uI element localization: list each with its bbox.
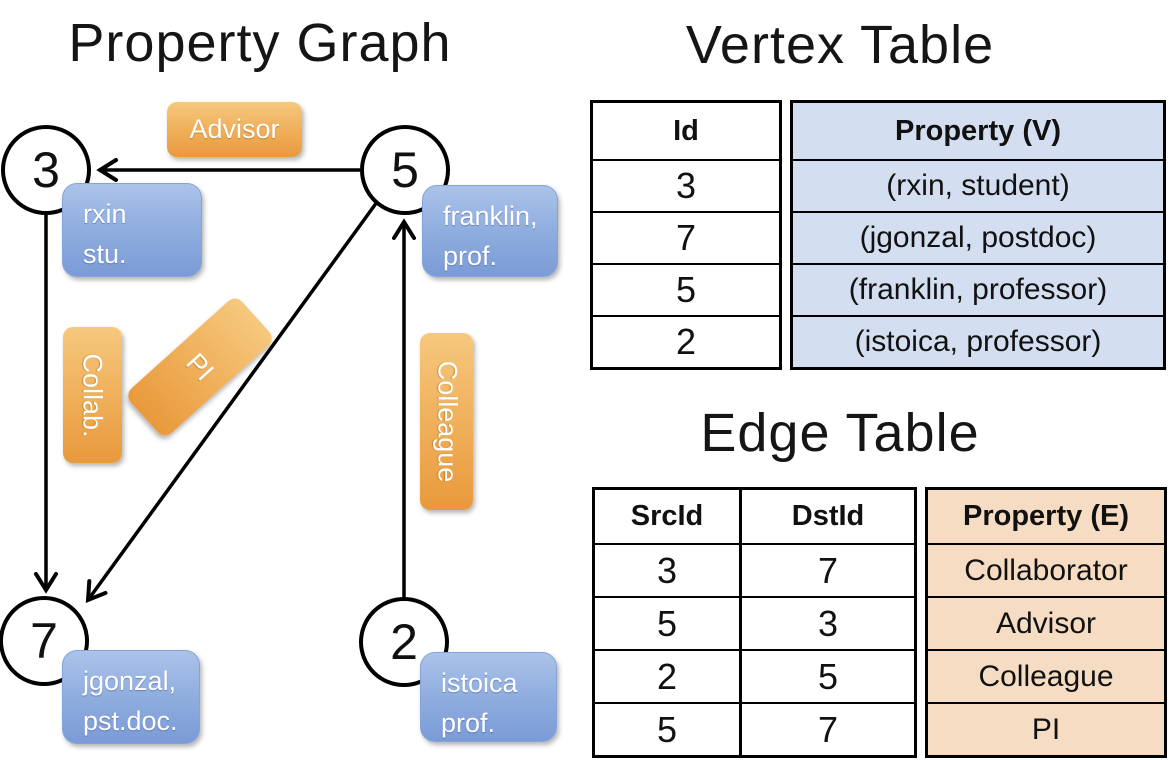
edge-label-colleague: Colleague <box>420 333 473 510</box>
edge-table-header-dstid: DstId <box>791 500 865 532</box>
vertex-box-rxin-line1: rxin <box>83 199 127 229</box>
vertex-table-property-cell: (istoica, professor) <box>793 315 1163 367</box>
node-7-id: 7 <box>30 613 58 669</box>
edge-table-srcid-cell: 2 <box>595 649 739 702</box>
graph-edges-canvas <box>34 158 416 604</box>
edge-label-advisor-text: Advisor <box>189 114 280 144</box>
edge-table-property-cell: Advisor <box>928 596 1164 649</box>
edge-table-property-cell: Collaborator <box>928 543 1164 596</box>
edge-label-collab-text: Collab. <box>78 352 109 438</box>
property-graph-title: Property Graph <box>68 13 452 73</box>
edge-table-title: Edge Table <box>700 403 980 463</box>
edge-pi-arrow <box>85 200 379 604</box>
vertex-box-franklin-line2: prof. <box>443 241 498 271</box>
edge-table-dstid-cell: 3 <box>742 596 914 649</box>
vertex-table-title: Vertex Table <box>685 15 995 75</box>
node-5-id: 5 <box>391 142 419 198</box>
vertex-box-jgonzal-line1: jgonzal, <box>83 666 177 696</box>
vertex-table-property-column: Property (V) (rxin, student) (jgonzal, p… <box>790 100 1166 370</box>
edge-table-dstid-cell: 5 <box>742 649 914 702</box>
vertex-table-id-column: Id 3 7 5 2 <box>590 100 782 370</box>
vertex-table-id-cell: 5 <box>593 263 779 315</box>
edge-label-advisor: Advisor <box>167 102 302 157</box>
graph-node-2: 2 <box>359 597 449 687</box>
edge-table-srcid-column: SrcId 3 5 2 5 <box>592 487 741 758</box>
vertex-table-id-cell: 7 <box>593 211 779 263</box>
edge-table-header-property: Property (E) <box>928 490 1164 543</box>
vertex-box-franklin-line1: franklin, <box>443 201 538 231</box>
vertex-box-franklin: franklin, prof. <box>422 185 558 277</box>
edge-table-srcid-cell: 3 <box>595 543 739 596</box>
vertex-box-istoica: istoica prof. <box>420 652 557 742</box>
edge-label-pi-text: PI <box>180 347 221 387</box>
vertex-box-istoica-line1: istoica <box>441 668 518 698</box>
vertex-box-istoica-line2: prof. <box>441 708 496 738</box>
vertex-table-header-id: Id <box>673 114 699 147</box>
edge-table-property-cell: PI <box>928 702 1164 755</box>
edge-table-srcid-cell: 5 <box>595 702 739 755</box>
vertex-table-id-cell: 2 <box>593 315 779 367</box>
edge-table-property-cell: Colleague <box>928 649 1164 702</box>
edge-table-dstid-column: DstId 7 3 5 7 <box>739 487 917 758</box>
node-2-id: 2 <box>390 614 418 670</box>
vertex-table-id-cell: 3 <box>593 159 779 211</box>
vertex-table-property-cell: (jgonzal, postdoc) <box>793 211 1163 263</box>
vertex-table-property-cell: (rxin, student) <box>793 159 1163 211</box>
edge-table-header-srcid: SrcId <box>630 500 704 532</box>
edge-table-srcid-cell: 5 <box>595 596 739 649</box>
edge-table-property-column: Property (E) Collaborator Advisor Collea… <box>925 487 1167 758</box>
node-3-id: 3 <box>32 142 60 198</box>
edge-table-dstid-cell: 7 <box>742 543 914 596</box>
edge-table-dstid-cell: 7 <box>742 702 914 755</box>
vertex-table-header-property: Property (V) <box>793 103 1163 159</box>
vertex-box-jgonzal-line2: pst.doc. <box>83 706 178 736</box>
vertex-table-property-cell: (franklin, professor) <box>793 263 1163 315</box>
vertex-box-rxin-line2: stu. <box>83 239 127 269</box>
vertex-box-jgonzal: jgonzal, pst.doc. <box>62 650 200 744</box>
vertex-box-rxin: rxin stu. <box>62 183 202 277</box>
graph-node-5: 5 <box>360 125 450 215</box>
edge-label-collab: Collab. <box>63 327 122 463</box>
edge-label-colleague-text: Colleague <box>432 360 462 483</box>
